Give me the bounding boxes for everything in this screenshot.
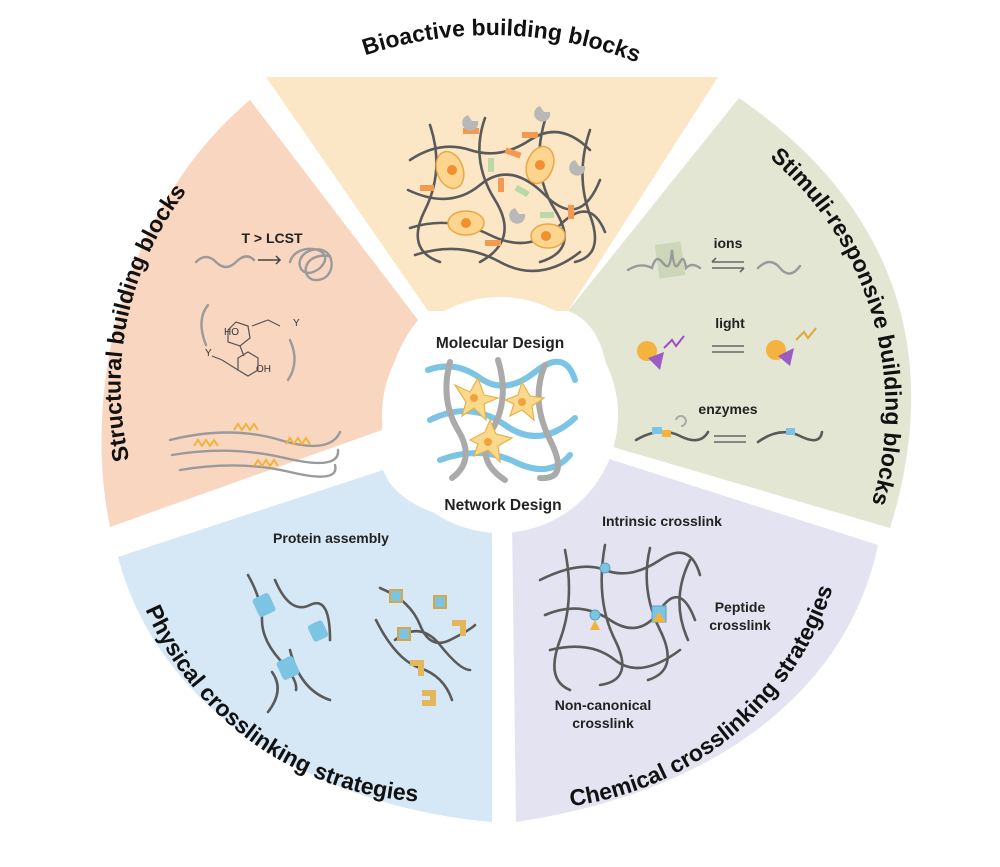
segment-physical-crosslinking — [118, 470, 492, 822]
protein-assembly-label: Protein assembly — [273, 530, 389, 546]
intrinsic-crosslink-label: Intrinsic crosslink — [602, 513, 722, 529]
center-bottom-label: Network Design — [444, 497, 561, 514]
noncanonical-crosslink-label-2: crosslink — [572, 715, 634, 731]
enzymes-label: enzymes — [698, 401, 757, 417]
bioactive-title: Bioactive building blocks — [359, 14, 645, 67]
segment-structural — [101, 100, 418, 527]
noncanonical-crosslink-label-1: Non-canonical — [555, 697, 651, 713]
physical-illustrations — [246, 573, 477, 714]
peptide-crosslink-label-1: Peptide — [715, 599, 766, 615]
lcst-label: T > LCST — [241, 230, 303, 246]
chemical-network-illustration — [538, 543, 702, 692]
structural-illustrations — [168, 247, 342, 478]
light-label: light — [715, 315, 745, 331]
ho-label: HO — [224, 327, 239, 338]
y-label-1: Y — [205, 348, 212, 359]
ions-label: ions — [714, 235, 743, 251]
oh-label: OH — [256, 364, 271, 375]
stimuli-illustrations — [626, 241, 824, 444]
bioactive-network-illustration — [406, 106, 607, 273]
center-top-label: Molecular Design — [436, 335, 564, 352]
center-network-illustration — [425, 357, 578, 483]
y-label-2: Y — [293, 318, 300, 329]
peptide-crosslink-label-2: crosslink — [709, 617, 771, 633]
segment-stimuli-responsive — [568, 98, 912, 528]
